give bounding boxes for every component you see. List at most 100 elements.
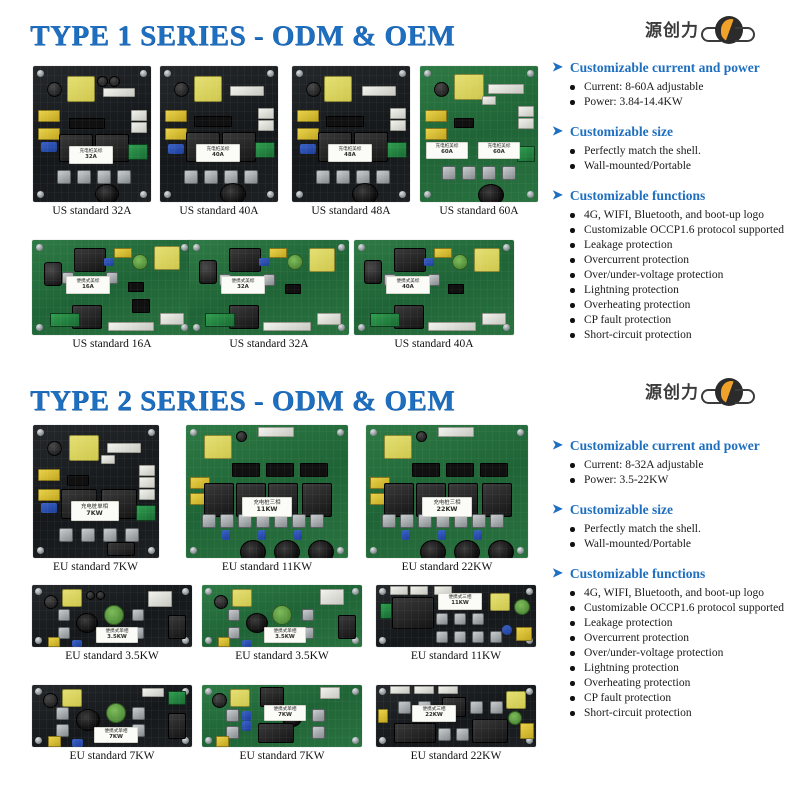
product-card: 充电桩美标 32A US standard 32A <box>28 66 156 217</box>
pcb-image: 便携式三相 22KW <box>376 685 536 747</box>
pcb-label: 充电桩单相 7KW <box>70 501 119 521</box>
chevron-right-icon: ➤ <box>552 187 563 202</box>
product-caption: US standard 32A <box>229 338 309 350</box>
features-type1: ➤ Customizable current and power Current… <box>552 59 797 357</box>
feature-list-current-power-1: Current: 8-60A adjustable Power: 3.84-14… <box>552 80 797 110</box>
features-type2: ➤ Customizable current and power Current… <box>552 437 797 735</box>
product-card: 充电桩三相 11KW EU standard 11KW <box>182 425 352 573</box>
product-caption: EU standard 11KW <box>410 650 502 662</box>
pcb-image: 便携式单相 7KW <box>202 685 362 747</box>
feature-heading-current-power-2: ➤ Customizable current and power <box>552 437 760 453</box>
product-caption: EU standard 3.5KW <box>65 650 159 662</box>
list-item: CP fault protection <box>570 313 797 328</box>
pcb-label: 便携式单相 3.5KW <box>264 627 306 643</box>
product-caption: EU standard 7KW <box>239 750 325 762</box>
list-item: Current: 8-60A adjustable <box>570 80 797 95</box>
product-caption: EU standard 7KW <box>53 561 138 573</box>
list-item: 4G, WIFI, Bluetooth, and boot-up logo <box>570 208 797 223</box>
pcb-image: 便携式三相 11KW <box>376 585 536 647</box>
list-item: Customizable OCCP1.6 protocol supported <box>570 223 797 238</box>
list-item: Perfectly match the shell. <box>570 522 797 537</box>
pcb-label: 便携式三相 11KW <box>438 593 482 610</box>
logo-text: 源创力 <box>645 20 699 41</box>
pcb-image: 便携式美标 32A <box>189 240 349 335</box>
chevron-right-icon: ➤ <box>552 501 563 516</box>
pcb-label: 便携式单相 7KW <box>94 727 138 743</box>
company-logo-type1: 源创力 <box>645 16 755 46</box>
list-item: Over/under-voltage protection <box>570 268 797 283</box>
list-item: CP fault protection <box>570 691 797 706</box>
product-card: 充电桩单相 7KW EU standard 7KW <box>28 425 163 573</box>
pcb-label: 便携式单相 3.5KW <box>96 627 138 643</box>
pcb-label: 便携式美标 40A <box>386 276 430 294</box>
product-card: 便携式单相 3.5KW EU standard 3.5KW <box>198 585 366 662</box>
list-item: Leakage protection <box>570 616 797 631</box>
list-item: Wall-mounted/Portable <box>570 537 797 552</box>
product-caption: EU standard 22KW <box>410 750 502 762</box>
logo-mark-icon <box>701 378 755 408</box>
pcb-label: 便携式美标 32A <box>221 276 265 294</box>
list-item: Customizable OCCP1.6 protocol supported <box>570 601 797 616</box>
list-item: Leakage protection <box>570 238 797 253</box>
product-card: 便携式单相 7KW EU standard 7KW <box>28 685 196 762</box>
product-card: 便携式单相 3.5KW EU standard 3.5KW <box>28 585 196 662</box>
company-logo-type2: 源创力 <box>645 378 755 408</box>
chevron-right-icon: ➤ <box>552 565 563 580</box>
product-card: 充电桩美标 60A 充电桩美标 60A US standard 60A <box>415 66 543 217</box>
pcb-label: 充电桩美标 32A <box>69 146 113 164</box>
pcb-label: 充电桩美标 40A <box>196 144 240 162</box>
product-caption: US standard 48A <box>311 205 391 217</box>
list-item: Short-circuit protection <box>570 328 797 343</box>
pcb-image: 充电桩美标 40A <box>160 66 278 202</box>
list-item: Overheating protection <box>570 298 797 313</box>
product-caption: US standard 32A <box>52 205 132 217</box>
pcb-image: 便携式单相 3.5KW <box>202 585 362 647</box>
product-card: 便携式美标 16A US standard 16A <box>28 240 196 350</box>
product-card: 充电桩三相 22KW EU standard 22KW <box>362 425 532 573</box>
product-card: 充电桩美标 40A US standard 40A <box>155 66 283 217</box>
chevron-right-icon: ➤ <box>552 123 563 138</box>
product-caption: EU standard 11KW <box>221 561 313 573</box>
product-card: 便携式美标 32A US standard 32A <box>185 240 353 350</box>
list-item: Short-circuit protection <box>570 706 797 721</box>
product-caption: EU standard 7KW <box>69 750 155 762</box>
product-caption: EU standard 22KW <box>401 561 493 573</box>
list-item: Wall-mounted/Portable <box>570 159 797 174</box>
pcb-label: 充电桩三相 22KW <box>422 497 472 517</box>
feature-heading-functions-2: ➤ Customizable functions <box>552 565 706 581</box>
list-item: Overcurrent protection <box>570 631 797 646</box>
product-caption: US standard 40A <box>394 338 474 350</box>
chevron-right-icon: ➤ <box>552 437 563 452</box>
list-item: 4G, WIFI, Bluetooth, and boot-up logo <box>570 586 797 601</box>
pcb-image: 便携式美标 40A <box>354 240 514 335</box>
product-caption: US standard 40A <box>179 205 259 217</box>
list-item: Current: 8-32A adjustable <box>570 458 797 473</box>
pcb-label: 便携式单相 7KW <box>264 705 306 721</box>
product-caption: US standard 60A <box>439 205 519 217</box>
feature-list-functions-2: 4G, WIFI, Bluetooth, and boot-up logo Cu… <box>552 586 797 721</box>
feature-list-size-1: Perfectly match the shell. Wall-mounted/… <box>552 144 797 174</box>
product-caption: EU standard 3.5KW <box>235 650 329 662</box>
feature-heading-size-2: ➤ Customizable size <box>552 501 674 517</box>
feature-heading-size-1: ➤ Customizable size <box>552 123 674 139</box>
list-item: Perfectly match the shell. <box>570 144 797 159</box>
list-item: Lightning protection <box>570 661 797 676</box>
list-item: Lightning protection <box>570 283 797 298</box>
pcb-image: 充电桩三相 22KW <box>366 425 528 558</box>
list-item: Power: 3.5-22KW <box>570 473 797 488</box>
pcb-image: 充电桩美标 48A <box>292 66 410 202</box>
pcb-image: 充电桩美标 60A 充电桩美标 60A <box>420 66 538 202</box>
pcb-image: 便携式单相 3.5KW <box>32 585 192 647</box>
product-card: 便携式单相 7KW EU standard 7KW <box>198 685 366 762</box>
logo-mark-icon <box>701 16 755 46</box>
feature-list-current-power-2: Current: 8-32A adjustable Power: 3.5-22K… <box>552 458 797 488</box>
product-card: 便携式三相 22KW EU standard 22KW <box>372 685 540 762</box>
feature-list-functions-1: 4G, WIFI, Bluetooth, and boot-up logo Cu… <box>552 208 797 343</box>
pcb-image: 充电桩美标 32A <box>33 66 151 202</box>
product-caption: US standard 16A <box>72 338 152 350</box>
pcb-label-secondary: 充电桩美标 60A <box>478 142 520 159</box>
product-card: 便携式美标 40A US standard 40A <box>350 240 518 350</box>
pcb-image: 充电桩三相 11KW <box>186 425 348 558</box>
pcb-image: 便携式美标 16A <box>32 240 192 335</box>
